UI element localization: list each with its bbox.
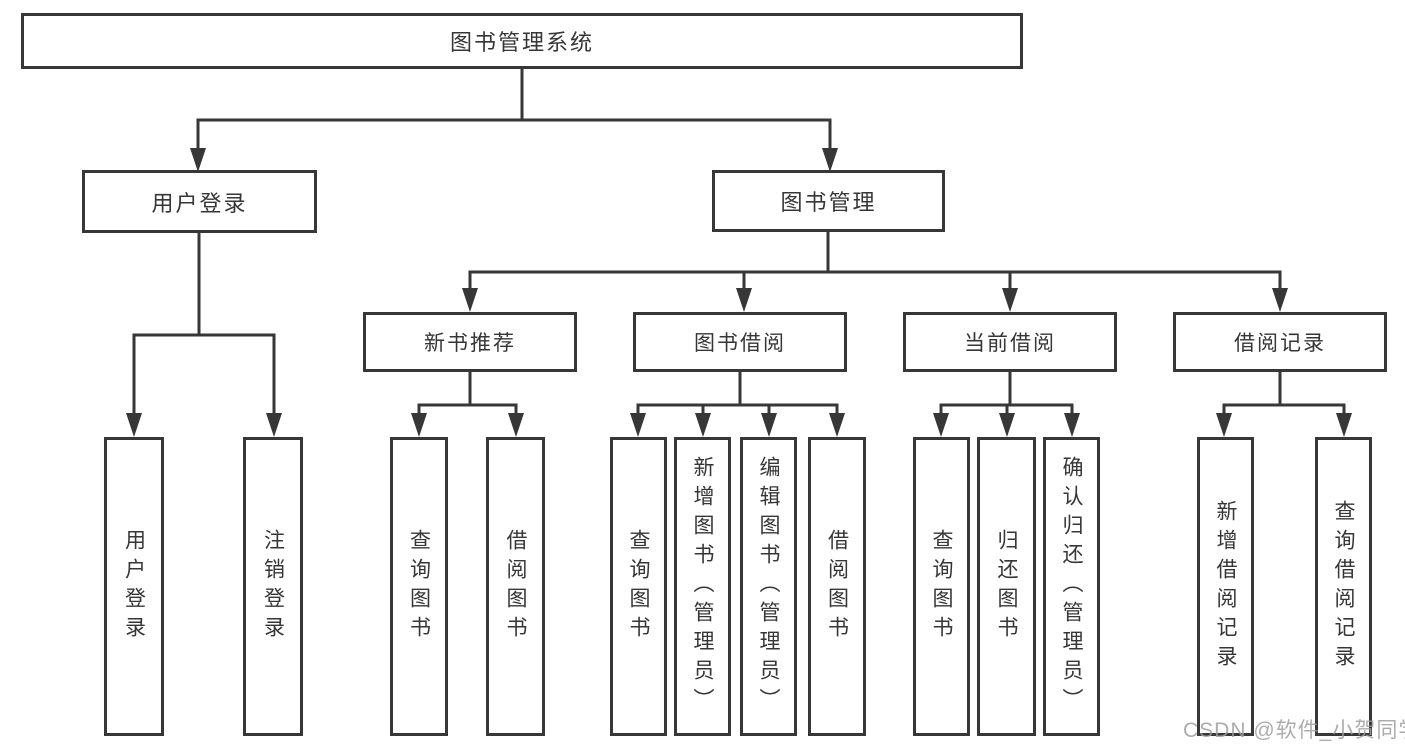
- leaf-label: 编辑图书（管理员）: [757, 456, 780, 717]
- leaf-label: 确认归还（管理员）: [1060, 456, 1083, 717]
- leaf-label: 借阅图书: [825, 528, 849, 645]
- leaf-label: 借阅图书: [504, 528, 527, 645]
- connector-currentborrow-to-leaves: [933, 370, 1080, 437]
- leaf-label: 新增图书（管理员）: [691, 456, 714, 717]
- leaf-label: 用户登录: [122, 528, 146, 645]
- leaf-query-books-recommend: 查询图书: [390, 437, 448, 736]
- node-label: 用户登录: [151, 190, 248, 216]
- leaf-confirm-return-admin: 确认归还（管理员）: [1043, 437, 1100, 736]
- connector-bookmgmt-to-level3: [462, 230, 1288, 312]
- connector-borrowrecords-to-leaves: [1216, 370, 1352, 437]
- leaf-query-books-borrow: 查询图书: [610, 437, 667, 736]
- node-label: 借阅记录: [1234, 332, 1326, 355]
- leaf-add-borrow-record: 新增借阅记录: [1197, 437, 1254, 736]
- node-current-borrow: 当前借阅: [903, 312, 1117, 372]
- connector-newbookrec-to-leaves: [411, 370, 524, 437]
- leaf-label: 归还图书: [995, 528, 1018, 645]
- node-borrow-records: 借阅记录: [1173, 312, 1387, 372]
- node-label: 当前借阅: [964, 332, 1056, 355]
- leaf-label: 查询图书: [627, 528, 650, 645]
- csdn-watermark: CSDN @软件_小贺同学: [1183, 719, 1405, 742]
- connector-root-to-level2: [190, 67, 838, 172]
- leaf-query-books-current: 查询图书: [913, 437, 970, 736]
- leaf-label: 新增借阅记录: [1214, 499, 1237, 674]
- node-new-book-recommend: 新书推荐: [363, 312, 577, 372]
- connector-bookborrow-to-leaves: [630, 370, 845, 437]
- leaf-edit-books-admin: 编辑图书（管理员）: [740, 437, 797, 736]
- node-label: 图书借阅: [694, 332, 786, 355]
- leaf-label: 查询图书: [930, 528, 953, 645]
- node-label: 新书推荐: [424, 332, 516, 355]
- node-library-system: 图书管理系统: [21, 13, 1023, 69]
- leaf-user-login: 用户登录: [104, 437, 164, 736]
- leaf-query-borrow-record: 查询借阅记录: [1315, 437, 1372, 736]
- node-book-management: 图书管理: [712, 170, 945, 232]
- leaf-label: 查询图书: [407, 528, 431, 645]
- leaf-label: 查询借阅记录: [1332, 499, 1355, 674]
- connector-userlogin-to-leaves: [126, 231, 282, 437]
- node-user-login: 用户登录: [82, 170, 317, 233]
- leaf-label: 注销登录: [261, 528, 285, 645]
- leaf-return-books: 归还图书: [977, 437, 1036, 736]
- node-label: 图书管理: [780, 190, 877, 215]
- node-book-borrow: 图书借阅: [633, 312, 847, 372]
- leaf-borrow-books: 借阅图书: [808, 437, 866, 736]
- leaf-borrow-books-recommend: 借阅图书: [486, 437, 545, 736]
- node-label: 图书管理系统: [449, 30, 594, 55]
- leaf-add-books-admin: 新增图书（管理员）: [674, 437, 731, 736]
- leaf-logout: 注销登录: [243, 437, 303, 736]
